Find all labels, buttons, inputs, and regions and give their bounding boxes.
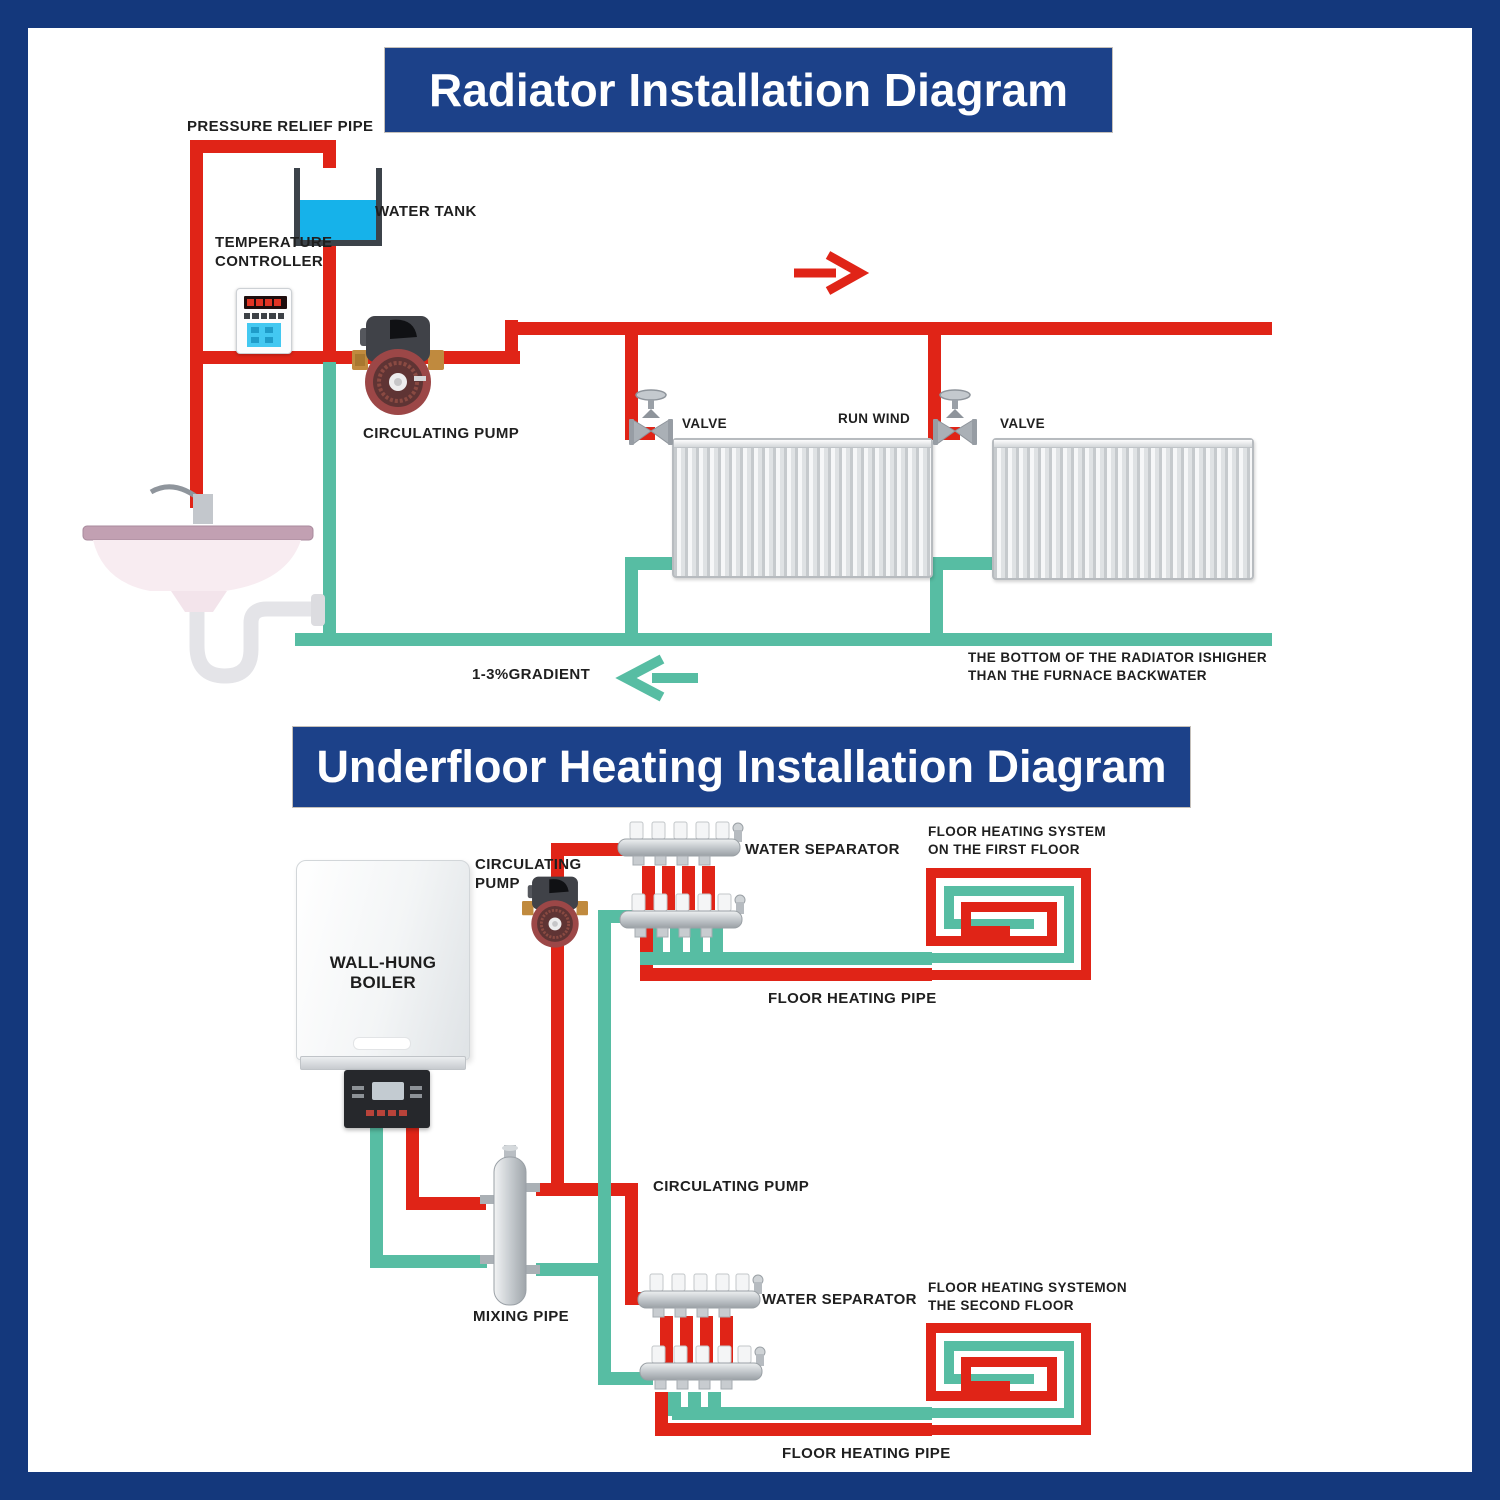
boiler-button [410, 1094, 422, 1098]
floor-heating-coil-second-floor [922, 1323, 1091, 1435]
floor-system-second-label-line2: THE SECOND FLOOR [928, 1298, 1074, 1313]
bottom-note-line1: THE BOTTOM OF THE RADIATOR ISHIGHER [968, 650, 1268, 665]
radiator-banner: Radiator Installation Diagram [385, 48, 1112, 132]
pump2-down-vertical [551, 893, 564, 1196]
bottom-note-line2: THAN THE FURNACE BACKWATER [968, 668, 1207, 683]
gradient-label: 1-3%GRADIENT [472, 666, 591, 683]
water-tank-label: WATER TANK [375, 203, 477, 220]
tank-feed-pipe-lower [323, 236, 336, 358]
temperature-controller-display [244, 296, 287, 309]
water-separator-manifold [639, 1345, 766, 1390]
flow-arrow-left-icon [615, 654, 698, 702]
water-separator-manifold [617, 821, 744, 866]
boiler-bottom-lip [300, 1056, 466, 1070]
floor-system-second-label-line1: FLOOR HEATING SYSTEMON [928, 1280, 1128, 1295]
temperature-controller-label-line1: TEMPERATURE [215, 234, 333, 251]
mixing-pipe-label: MIXING PIPE [473, 1308, 570, 1325]
floor-pipe2-teal [672, 1407, 932, 1420]
boiler-control-panel [344, 1070, 430, 1128]
radiator-banner-title: Radiator Installation Diagram [428, 64, 1068, 116]
pump2-to-manifold [551, 843, 629, 856]
floor-system-first-label-line2: ON THE FIRST FLOOR [928, 842, 1080, 857]
boiler-vent [353, 1037, 411, 1050]
water-tank-water [300, 200, 376, 240]
circulating-pump-top-label-line1: CIRCULATING [475, 856, 582, 873]
water-separator-manifold [619, 893, 746, 938]
underfloor-banner: Underfloor Heating Installation Diagram [293, 727, 1190, 807]
return-pipe-main-horizontal [295, 633, 1272, 646]
water-separator-manifold [637, 1273, 764, 1318]
pressure-relief-pipe-horizontal [190, 140, 336, 153]
circulating-pump-label: CIRCULATING PUMP [363, 425, 520, 442]
boiler-key-row [366, 1110, 407, 1116]
valve-right-label: VALVE [1000, 416, 1046, 431]
return-pipe-vertical [323, 362, 336, 646]
flow-arrow-right-icon [794, 251, 870, 295]
supply-down-to-separator2 [625, 1190, 638, 1305]
floor-pipe1-red [640, 968, 932, 981]
valve-icon-right [933, 389, 977, 445]
pressure-relief-pipe-label: PRESSURE RELIEF PIPE [187, 118, 374, 135]
mixing-pipe-icon [480, 1145, 540, 1306]
supply-drop-radiator1 [625, 330, 638, 440]
underfloor-banner-title: Underfloor Heating Installation Diagram [316, 741, 1167, 792]
separator1-teal-bar [690, 922, 703, 958]
radiator-top-cap [994, 440, 1252, 448]
boiler-button [410, 1086, 422, 1090]
run-wind-label: RUN WIND [838, 411, 911, 426]
supply-drop-radiator2 [928, 330, 941, 440]
circulating-pump-icon [352, 316, 444, 415]
circulating-pump-top-label-line2: PUMP [475, 875, 520, 892]
boiler-return-vertical [370, 1128, 383, 1268]
temperature-controller-screen [247, 323, 281, 347]
boiler-supply-to-mixing [406, 1197, 486, 1210]
floor-heating-pipe-second-label: FLOOR HEATING PIPE [782, 1445, 951, 1462]
return-stub-radiator2 [930, 557, 1000, 570]
supply-pipe-left-vertical [190, 140, 203, 508]
floor-pipe1-teal [640, 952, 932, 965]
separator1-teal-bar [710, 922, 723, 958]
mixing-supply-horizontal [536, 1183, 638, 1196]
temperature-controller [236, 288, 292, 354]
water-separator-first-label: WATER SEPARATOR [745, 841, 900, 858]
circulating-pump-icon [522, 876, 588, 948]
valve-icon-left [629, 389, 673, 445]
boiler-return-to-mixing [370, 1255, 487, 1268]
wall-hung-boiler-label: WALL-HUNG BOILER [329, 953, 437, 992]
temperature-controller-label-line2: CONTROLLER [215, 253, 324, 270]
wall-hung-boiler: WALL-HUNG BOILER [296, 860, 470, 1060]
return-stub-radiator1 [625, 557, 685, 570]
boiler-supply-vertical [406, 1128, 419, 1204]
floor-heating-pipe-first-label: FLOOR HEATING PIPE [768, 990, 937, 1007]
water-tank [294, 168, 382, 246]
radiator-panel-1 [672, 438, 933, 578]
radiator-top-cap [674, 440, 931, 448]
return-elbow-manifold-d [598, 1372, 653, 1385]
floor-system-first-label-line1: FLOOR HEATING SYSTEM [928, 824, 1107, 839]
radiator-panel-2 [992, 438, 1254, 580]
main-return-vertical [598, 910, 611, 1385]
temperature-controller-buttons [244, 313, 285, 319]
water-separator-second-label: WATER SEPARATOR [762, 1291, 917, 1308]
supply-pipe-main-horizontal [505, 322, 1272, 335]
valve-left-label: VALVE [682, 416, 728, 431]
floor-pipe2-red [655, 1423, 932, 1436]
boiler-display [372, 1082, 404, 1100]
boiler-button [352, 1086, 364, 1090]
floor-heating-coil-first-floor [922, 868, 1091, 980]
circulating-pump-mid-label: CIRCULATING PUMP [653, 1178, 810, 1195]
sink-icon [82, 484, 325, 684]
boiler-button [352, 1094, 364, 1098]
return-drop-radiator2 [930, 557, 943, 645]
mixing-return-horizontal [536, 1263, 611, 1276]
return-drop-radiator1 [625, 557, 638, 645]
